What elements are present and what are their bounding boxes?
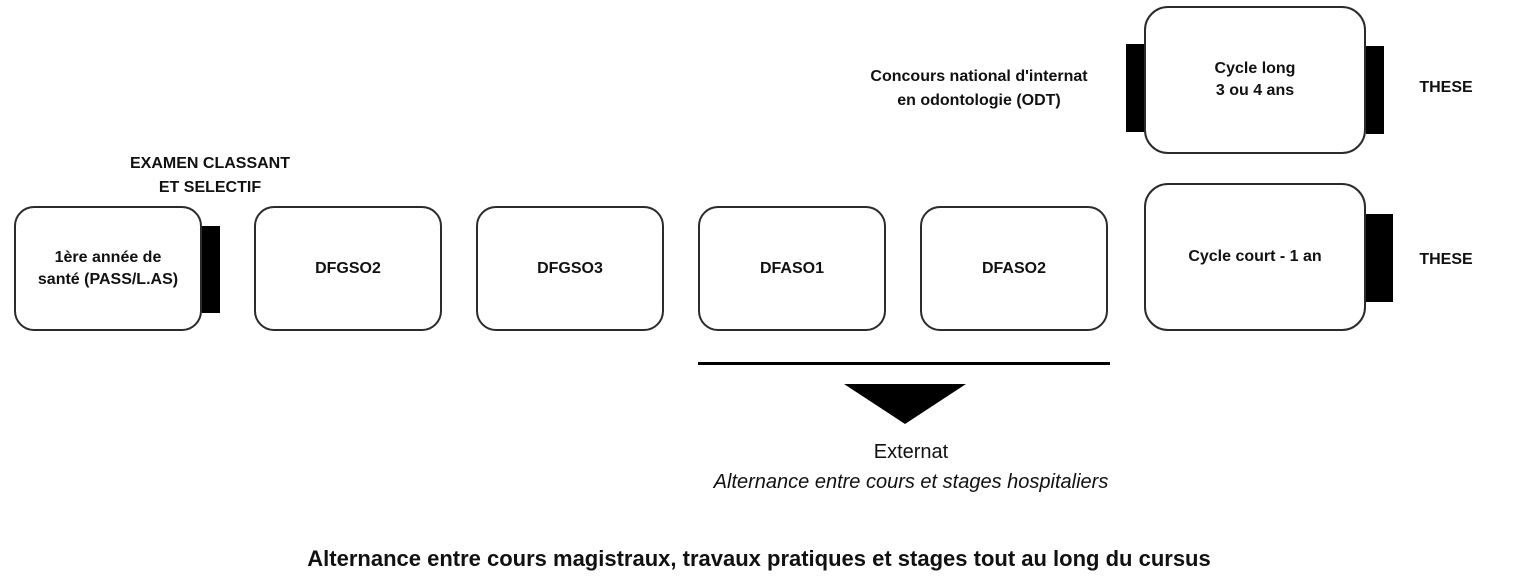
odt-barrier — [1126, 44, 1144, 132]
down-arrow-icon — [844, 384, 966, 424]
externat-subtitle: Alternance entre cours et stages hospita… — [713, 471, 1109, 493]
stage-box-cycle-court: Cycle court - 1 an — [1144, 183, 1366, 331]
cycle-long-barrier — [1366, 46, 1384, 134]
stage-box-dfgso2: DFGSO2 — [254, 206, 442, 331]
externat-title: Externat — [873, 441, 949, 463]
cycle-court-barrier — [1366, 214, 1393, 302]
stage-box-pass: 1ère année de santé (PASS/L.AS) — [14, 206, 202, 331]
exam-barrier — [202, 226, 220, 313]
these-court-label: THESE — [1419, 251, 1473, 268]
footer-text: Alternance entre cours magistraux, trava… — [307, 546, 1211, 571]
these-long-label: THESE — [1419, 79, 1473, 96]
odt-label: Concours national d'internat en odontolo… — [870, 68, 1088, 109]
stage-box-dfgso3: DFGSO3 — [476, 206, 664, 331]
stage-box-dfaso2: DFASO2 — [920, 206, 1108, 331]
stage-box-cycle-long: Cycle long 3 ou 4 ans — [1144, 6, 1366, 154]
exam-label: EXAMEN CLASSANT ET SELECTIF — [129, 155, 290, 196]
stage-box-dfaso1: DFASO1 — [698, 206, 886, 331]
externat-bracket-line — [698, 362, 1110, 365]
